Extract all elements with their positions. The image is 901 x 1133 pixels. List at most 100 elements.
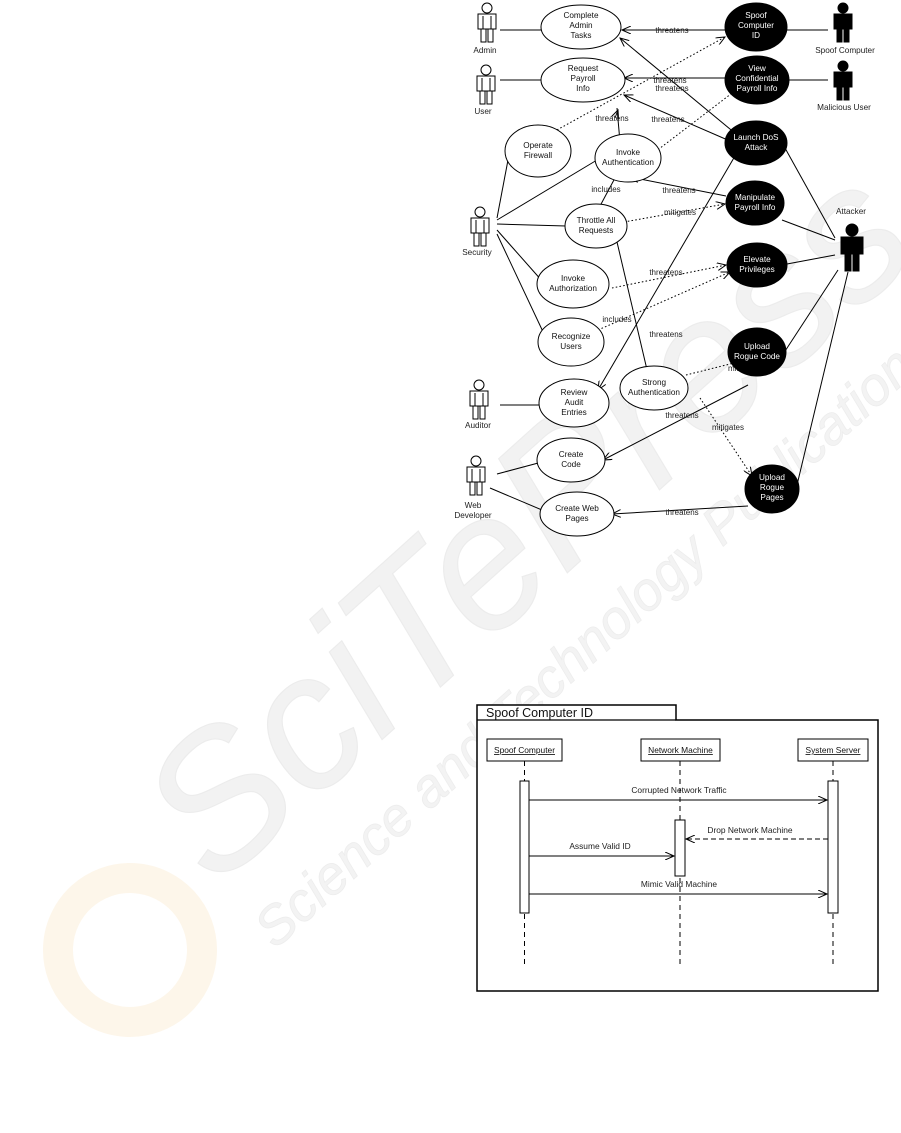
actor-label-security: Security	[462, 248, 492, 257]
label-threatens-8: threatens	[649, 330, 682, 339]
use-case-recognize-users	[537, 317, 605, 367]
uc-label: Complete	[563, 11, 598, 20]
uc-label: Payroll	[570, 74, 595, 83]
mc-label: Attack	[745, 143, 769, 152]
mc-label: Rogue	[760, 483, 785, 492]
actor-auditor	[469, 379, 489, 420]
use-case-create-web-pages	[539, 491, 615, 537]
actor-user	[476, 64, 496, 105]
threat-upload-pages	[612, 505, 749, 514]
uc-label: Entries	[561, 408, 586, 417]
dotted-authz-elevate	[611, 265, 726, 289]
watermark-logo-ring	[43, 863, 217, 1037]
actor-label-spoof-computer: Spoof Computer	[815, 46, 875, 55]
actor-leg-left	[473, 232, 480, 247]
actor-spoof-computer	[833, 2, 853, 43]
uc-label: Audit	[565, 398, 584, 407]
assoc-webdev-code	[496, 461, 543, 475]
actor-leg-right	[486, 90, 493, 105]
label-threatens-10: threatens	[665, 508, 698, 517]
assoc-attacker-manip	[781, 219, 836, 241]
mc-label: Payroll Info	[735, 203, 776, 212]
mc-label: Spoof	[745, 11, 767, 20]
threat-auth-payroll-head	[615, 110, 618, 118]
assoc-security-firewall	[496, 159, 509, 219]
uc-label: Authentication	[602, 158, 654, 167]
dotted-firewall-spoof	[536, 37, 725, 142]
uc-label: Requests	[579, 226, 614, 235]
uc-label: Create Web	[555, 504, 599, 513]
uc-label: Admin	[569, 21, 593, 30]
threat-dos-payroll	[624, 95, 731, 142]
mc-label: Upload	[759, 473, 785, 482]
actor-head	[480, 64, 492, 76]
actor-leg-left	[836, 28, 843, 43]
uc-label: Review	[561, 388, 588, 397]
misuse-case-upload-rogue-code	[727, 327, 787, 377]
use-cases	[504, 4, 689, 537]
uc-label: Operate	[523, 141, 553, 150]
assoc-webdev-pages	[489, 487, 543, 511]
actor-torso	[840, 236, 864, 255]
actor-leg-right	[479, 405, 486, 420]
label-threatens-7: threatens	[649, 268, 682, 277]
use-case-review-audit-entries	[538, 378, 610, 428]
label-threatens-5: threatens	[651, 115, 684, 124]
mc-label: Elevate	[743, 255, 771, 264]
actor-label-admin: Admin	[473, 46, 497, 55]
label-includes-1: includes	[591, 185, 620, 194]
mc-label: Payroll Info	[737, 84, 778, 93]
actor-attacker	[840, 223, 864, 272]
use-case-request-payroll-info	[540, 57, 626, 103]
actor-malicious-user	[833, 60, 853, 101]
actor-leg-right	[480, 232, 487, 247]
actor-leg-right	[852, 253, 860, 272]
uc-label: Create	[559, 450, 584, 459]
actor-head	[474, 206, 486, 218]
label-threatens-3: threatens	[655, 84, 688, 93]
actor-label-auditor: Auditor	[465, 421, 491, 430]
misuse-case-spoof-computer-id	[724, 2, 788, 52]
uc-label: Invoke	[616, 148, 641, 157]
actor-leg-right	[476, 481, 483, 496]
mc-label: Computer	[738, 21, 774, 30]
uc-label: Request	[568, 64, 599, 73]
use-case-create-code	[536, 437, 606, 483]
include-throttle-strong	[616, 241, 649, 375]
uc-label: Users	[560, 342, 581, 351]
misuse-case-manipulate-payroll-info	[725, 180, 785, 226]
actor-label-malicious-user: Malicious User	[817, 103, 871, 112]
actor-leg-right	[843, 86, 850, 101]
label-threatens-4: threatens	[595, 114, 628, 123]
misuse-case-elevate-privileges	[726, 242, 788, 288]
misuse-case-labels: Spoof Computer ID View Confidential Payr…	[733, 11, 785, 502]
misuse-case-upload-rogue-pages	[744, 464, 800, 514]
mc-label: Confidential	[735, 74, 778, 83]
actor-leg-left	[479, 90, 486, 105]
actor-torso	[833, 71, 853, 88]
actor-web-developer	[466, 455, 486, 496]
actor-head	[837, 2, 849, 14]
actor-head	[837, 60, 849, 72]
uc-label: Authorization	[549, 284, 597, 293]
assoc-attacker-elevate	[786, 254, 836, 265]
actor-leg-left	[844, 253, 852, 272]
actor-leg-left	[836, 86, 843, 101]
uc-label: Recognize	[552, 332, 591, 341]
use-case-labels: Complete Admin Tasks Request Payroll Inf…	[523, 11, 680, 523]
misuse-cases	[724, 2, 800, 514]
uc-label: Firewall	[524, 151, 552, 160]
assoc-security-authz	[496, 229, 544, 283]
actor-head	[470, 455, 482, 467]
threat-upload-code	[603, 384, 749, 460]
assoc-security-throttle	[496, 223, 567, 227]
actor-label-web-developer: Web	[465, 501, 482, 510]
label-threatens-2: threatens	[653, 76, 686, 85]
use-case-strong-authentication	[619, 365, 689, 411]
actor-admin	[477, 2, 497, 43]
include-throttle-auth	[599, 177, 616, 207]
label-mitigates-1: mitigates	[664, 208, 696, 217]
actor-leg-left	[469, 481, 476, 496]
lifeline-label-system-server: System Server	[806, 745, 861, 755]
